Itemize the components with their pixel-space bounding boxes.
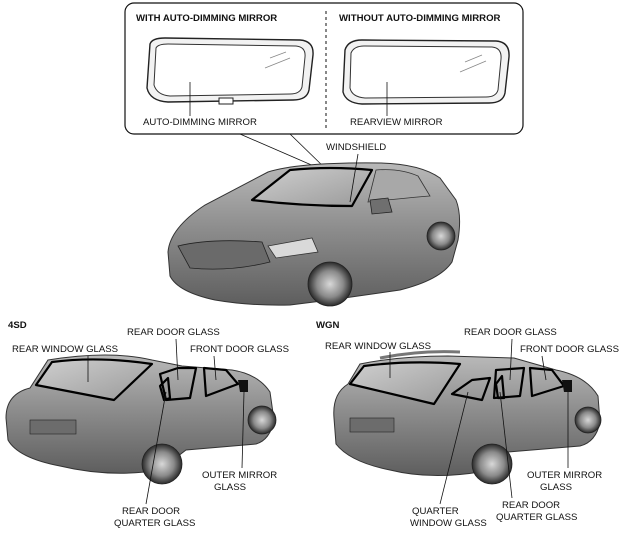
label-rearview-mirror: REARVIEW MIRROR bbox=[350, 117, 443, 128]
sedan-label-outer-mirror-1: OUTER MIRROR bbox=[202, 470, 277, 481]
wagon-outer-mirror-icon bbox=[562, 380, 572, 392]
wagon-rear-door-glass-outline bbox=[492, 366, 526, 400]
windshield-glass-outline bbox=[250, 166, 374, 208]
sedan-label-quarter-1: REAR DOOR bbox=[122, 506, 180, 517]
label-auto-dimming-mirror: AUTO-DIMMING MIRROR bbox=[143, 117, 257, 128]
sedan-label-quarter-2: QUARTER GLASS bbox=[114, 518, 195, 529]
wagon-rear-wheel-icon bbox=[471, 443, 513, 485]
sedan-label-rear-door: REAR DOOR GLASS bbox=[127, 327, 220, 338]
sedan-label-rear-window: REAR WINDOW GLASS bbox=[12, 344, 118, 355]
front-grille-icon bbox=[177, 240, 271, 270]
sedan-label-front-door: FRONT DOOR GLASS bbox=[190, 344, 289, 355]
wagon-label-rear-door: REAR DOOR GLASS bbox=[464, 327, 557, 338]
inset-right-heading: WITHOUT AUTO-DIMMING MIRROR bbox=[339, 13, 501, 24]
wagon-label-quarter-window-1: QUARTER bbox=[412, 506, 459, 517]
sedan-outer-mirror-icon bbox=[238, 380, 248, 392]
wagon-leader-quarter-window bbox=[439, 391, 469, 505]
sedan-leader-front-door bbox=[213, 355, 217, 381]
rear-wheel-icon bbox=[426, 221, 456, 251]
wagon-quarter-window-outline bbox=[450, 376, 492, 402]
wagon-leader-rear-door bbox=[509, 338, 513, 381]
sedan-front-door-glass-outline bbox=[202, 366, 240, 398]
wagon-front-wheel-icon bbox=[574, 406, 602, 434]
sedan-label-outer-mirror-2: GLASS bbox=[214, 482, 246, 493]
wagon-label-quarter-window-2: WINDOW GLASS bbox=[410, 518, 487, 529]
wagon-label-quarter-door-1: REAR DOOR bbox=[502, 500, 560, 511]
sedan-view: 4SD REAR WINDOW GLASS REAR DOOR GLASS FR… bbox=[5, 320, 289, 529]
mirror-inset: WITH AUTO-DIMMING MIRROR WITHOUT AUTO-DI… bbox=[124, 2, 524, 171]
label-windshield: WINDSHIELD bbox=[326, 142, 386, 153]
sedan-quarter-glass-outline bbox=[158, 376, 172, 402]
auto-dimming-mirror-icon bbox=[146, 37, 314, 105]
inset-left-heading: WITH AUTO-DIMMING MIRROR bbox=[136, 13, 277, 24]
wagon-label-outer-mirror-2: GLASS bbox=[540, 482, 572, 493]
wagon-heading: WGN bbox=[316, 320, 340, 331]
front-view-car: WINDSHIELD bbox=[167, 142, 461, 307]
wagon-label-quarter-door-2: QUARTER GLASS bbox=[496, 512, 577, 523]
wagon-quarter-glass-outline bbox=[494, 374, 506, 400]
sedan-heading: 4SD bbox=[8, 320, 27, 331]
sedan-leader-outer-mirror bbox=[241, 391, 245, 469]
sedan-leader-quarter bbox=[145, 391, 167, 505]
sedan-rear-window-outline bbox=[34, 358, 154, 402]
sedan-front-wheel-icon bbox=[247, 405, 277, 435]
sedan-leader-rear-door bbox=[175, 338, 179, 381]
wagon-roof-rail-icon bbox=[379, 350, 461, 360]
wagon-plate-icon bbox=[349, 417, 395, 433]
wagon-label-rear-window: REAR WINDOW GLASS bbox=[325, 341, 431, 352]
leader-windshield bbox=[349, 153, 359, 203]
sedan-rear-wheel-icon bbox=[141, 443, 183, 485]
wagon-leader-front-door bbox=[541, 355, 547, 381]
wagon-label-front-door: FRONT DOOR GLASS bbox=[520, 344, 619, 355]
headlamp-icon bbox=[267, 237, 319, 259]
rearview-mirror-icon bbox=[342, 39, 510, 105]
wagon-label-outer-mirror-1: OUTER MIRROR bbox=[527, 470, 602, 481]
wagon-leader-quarter-door bbox=[499, 391, 513, 499]
wagon-rear-window-outline bbox=[348, 361, 462, 406]
inset-pointer-left bbox=[239, 133, 324, 171]
front-outer-mirror-icon bbox=[369, 197, 393, 215]
front-wheel-icon bbox=[307, 261, 353, 307]
wagon-view: WGN REAR WINDOW GLASS REAR DOOR GLASS FR… bbox=[316, 320, 619, 529]
sedan-plate-icon bbox=[29, 419, 77, 435]
